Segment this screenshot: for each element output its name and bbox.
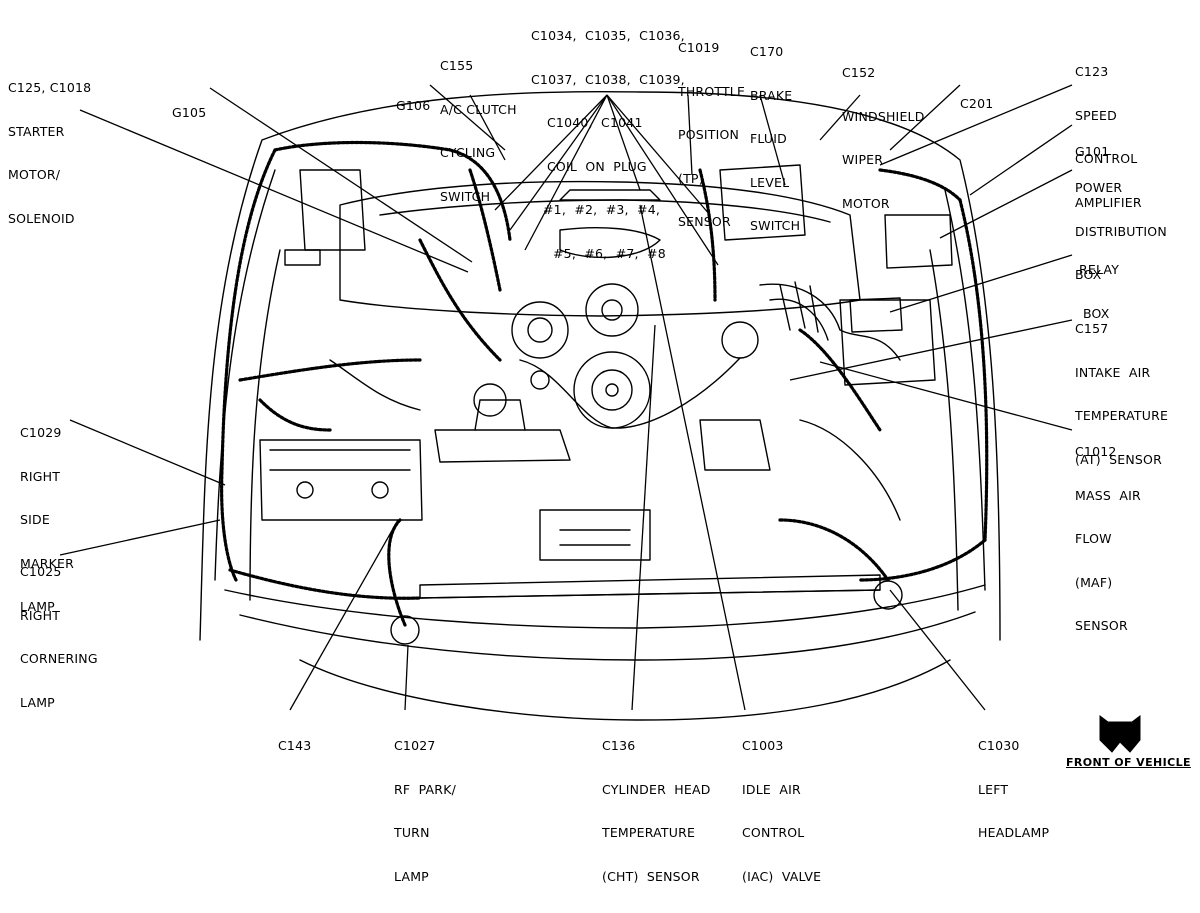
- inner-fender-left: [929, 189, 986, 611]
- battery: [259, 439, 423, 521]
- callout-power-distribution-box: POWER DISTRIBUTION BOX: [1075, 180, 1167, 282]
- callout-brake-fluid-level-switch: C170 BRAKE FLUID LEVEL SWITCH: [750, 44, 801, 233]
- air-cleaner-box: [839, 299, 936, 386]
- callout-windshield-wiper-motor: C152 WINDSHIELD WIPER MOTOR: [842, 65, 925, 211]
- callout-right-side-marker-lamp: C1029 RIGHT SIDE MARKER LAMP: [20, 425, 75, 614]
- harness-coils-right: [468, 168, 502, 292]
- callout-starter-motor: C125, C1018 STARTER MOTOR/ SOLENOID: [8, 80, 92, 226]
- water-pump-pulley: [585, 283, 639, 337]
- front-of-vehicle-label: FRONT OF VEHICLE: [1066, 756, 1191, 769]
- callout-relay-box: RELAY BOX: [1079, 262, 1120, 321]
- coolant-reservoir: [434, 429, 571, 463]
- harness-left: [958, 198, 989, 542]
- fender-outline: [199, 90, 1001, 641]
- alternator: [511, 301, 569, 359]
- engine-line-art: [59, 84, 1141, 753]
- harness-right: [220, 148, 277, 582]
- crank-pulley: [573, 351, 651, 429]
- callout-intake-air-temperature-sensor: C157 INTAKE AIR TEMPERATURE (AT) SENSOR: [1075, 321, 1169, 467]
- callout-ac-clutch-cycling-switch: C155 A/C CLUTCH CYCLING SWITCH: [440, 58, 517, 204]
- engine-compartment-diagram: C125, C1018 STARTER MOTOR/ SOLENOID G105…: [8, 28, 1191, 883]
- callout-c143: C143: [278, 738, 312, 753]
- callout-left-headlamp: C1030 LEFT HEADLAMP: [978, 738, 1050, 840]
- callout-g106: G106: [396, 98, 431, 113]
- callout-mass-air-flow-sensor: C1012 MASS AIR FLOW (MAF) SENSOR: [1075, 444, 1141, 633]
- power-distribution-box: [884, 214, 953, 269]
- right-headlamp: [390, 615, 420, 645]
- callout-right-cornering-lamp: C1025 RIGHT CORNERING LAMP: [20, 564, 98, 710]
- radiator-support: [224, 584, 986, 629]
- callout-rf-park-turn-lamp: C1027 RF PARK/ TURN LAMP: [394, 738, 457, 884]
- callout-cylinder-head-temperature-sensor: C136 CYLINDER HEAD TEMPERATURE (CHT) SEN…: [602, 738, 711, 884]
- front-arrow-icon: [1099, 715, 1141, 753]
- callout-idle-air-control-valve: C1003 IDLE AIR CONTROL (IAC) VALVE: [742, 738, 822, 884]
- callout-c201: C201: [960, 96, 994, 111]
- callout-speed-control-amplifier: C123 SPEED CONTROL AMPLIFIER: [1075, 64, 1142, 210]
- callout-g101: G101: [1075, 144, 1110, 159]
- callout-g105: G105: [172, 105, 207, 120]
- air-intake-tube: [759, 283, 901, 361]
- callout-throttle-position-sensor: C1019 THROTTLE POSITION (TP) SENSOR: [678, 40, 746, 229]
- callout-coil-on-plug: C1034, C1035, C1036, C1037, C1038, C1039…: [531, 28, 685, 261]
